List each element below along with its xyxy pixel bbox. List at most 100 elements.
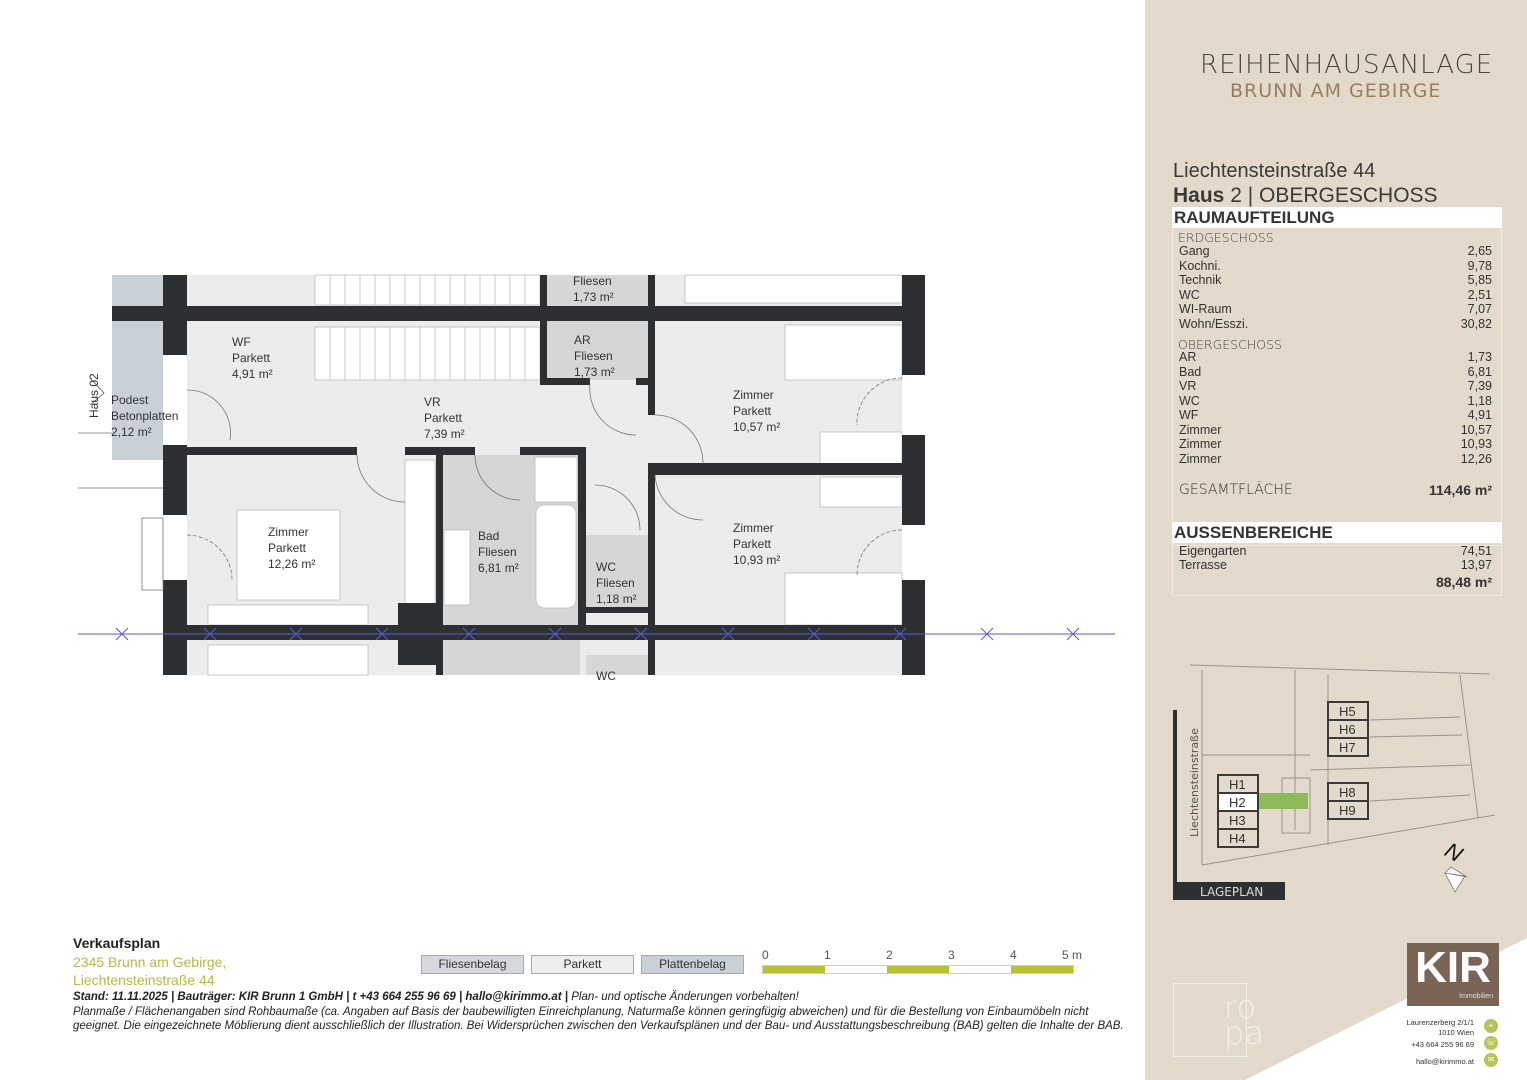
- area-row: AR 1,73: [1179, 350, 1492, 364]
- room-ar: AR Fliesen 1,73 m²: [574, 332, 615, 380]
- room-floor: Fliesen: [574, 349, 613, 363]
- scale-tick: 2: [886, 948, 893, 962]
- row-value: 7,39: [1467, 379, 1492, 393]
- house-label: H9: [1339, 803, 1356, 818]
- row-value: 74,51: [1460, 544, 1492, 558]
- row-label: Zimmer: [1179, 422, 1222, 437]
- row-label: Technik: [1179, 273, 1222, 287]
- room-name: Podest: [111, 393, 149, 407]
- row-label: AR: [1179, 350, 1197, 364]
- project-title: REIHENHAUSANLAGE: [1200, 50, 1494, 80]
- axis-mark: [807, 627, 821, 641]
- scale-tick: 0: [762, 948, 769, 962]
- eg-label: ERDGESCHOSS: [1178, 230, 1274, 245]
- room-floor: Parkett: [733, 537, 772, 551]
- axis-mark: [893, 627, 907, 641]
- house-label: H2: [1229, 795, 1246, 810]
- row-label: VR: [1179, 379, 1197, 393]
- stand-note: Plan- und optische Änderungen vorbehalte…: [568, 991, 799, 1003]
- house-label: Haus: [1173, 184, 1225, 207]
- row-value: 2,51: [1467, 287, 1492, 302]
- floor-plan: Haus 02 WC: [78, 274, 1115, 683]
- kir-logo-sub: Immobilien: [1459, 993, 1493, 1000]
- contact-phone: +43 664 255 96 69: [1411, 1040, 1474, 1049]
- axis-mark: [634, 627, 648, 641]
- room-floor: Fliesen: [596, 576, 635, 590]
- house-label: H4: [1229, 831, 1246, 846]
- row-value: 1,18: [1467, 393, 1492, 408]
- row-value: 6,81: [1467, 364, 1492, 379]
- axis-mark: [375, 627, 389, 641]
- row-label: WI-Raum: [1179, 302, 1232, 316]
- room-floor: Parkett: [268, 541, 307, 555]
- room-floor: Parkett: [733, 404, 772, 418]
- area-row: WC 1,18: [1179, 394, 1492, 408]
- stand-line: Stand: 11.11.2025 | Bauträger: KIR Brunn…: [73, 991, 1133, 1003]
- lageplan-label: LAGEPLAN: [1200, 885, 1263, 899]
- north-label: N: [1441, 837, 1467, 867]
- axis-mark: [980, 627, 994, 641]
- row-value: 10,57: [1460, 422, 1492, 437]
- house-label: H3: [1229, 813, 1246, 828]
- row-value: 30,82: [1460, 316, 1492, 331]
- room-area: 6,81 m²: [478, 561, 519, 575]
- row-value: 5,85: [1467, 273, 1492, 287]
- room-name: Zimmer: [733, 521, 774, 535]
- room-name: WC: [596, 560, 616, 574]
- room-name: AR: [574, 333, 591, 347]
- room-area: 1,73 m²: [574, 365, 615, 379]
- total-label: GESAMTFLÄCHE: [1179, 482, 1293, 498]
- plan-title: Verkaufsplan: [73, 935, 161, 951]
- address: Liechtensteinstraße 44: [1173, 160, 1376, 182]
- house-floor: Haus 2 | OBERGESCHOSS: [1173, 184, 1438, 208]
- house-h7: [1327, 737, 1369, 757]
- room-floor: Parkett: [232, 351, 271, 365]
- house-label: H8: [1339, 785, 1356, 800]
- aussen-title: AUSSENBEREICHE: [1172, 522, 1502, 543]
- area-row: Wohn/Esszi.30,82: [1179, 317, 1492, 331]
- row-value: 9,78: [1467, 258, 1492, 273]
- room-name: VR: [424, 395, 441, 409]
- row-label: Zimmer: [1179, 437, 1222, 451]
- axis-mark: [1066, 627, 1080, 641]
- row-value: 1,73: [1467, 350, 1492, 364]
- row-label: WC: [1179, 393, 1200, 408]
- house-label: H1: [1229, 777, 1246, 792]
- room-name: WF: [232, 335, 251, 349]
- row-label: Kochni.: [1179, 258, 1221, 273]
- row-label: Zimmer: [1179, 451, 1222, 466]
- area-row: Zimmer 10,93: [1179, 437, 1492, 451]
- row-value: 10,93: [1460, 437, 1492, 451]
- row-value: 13,97: [1460, 558, 1492, 572]
- total-value: 114,46 m²: [1428, 482, 1492, 498]
- legend-fliesen: Fliesenbelag: [421, 955, 524, 974]
- contact-street: Laurenzerberg 2/1/1: [1406, 1018, 1474, 1027]
- mail-icon: ✉: [1484, 1053, 1498, 1067]
- legend-platten: Plattenbelag: [641, 955, 744, 974]
- project-subtitle: BRUNN AM GEBIRGE: [1230, 80, 1442, 102]
- house-h9: [1327, 800, 1369, 820]
- house-label: H7: [1339, 740, 1356, 755]
- contact-email[interactable]: hallo@kirimmo.at: [1415, 1057, 1474, 1066]
- house-h4: [1217, 828, 1259, 848]
- row-value: 2,65: [1467, 244, 1492, 258]
- outdoor-total-value: 88,48 m²: [1435, 574, 1492, 590]
- outdoor-total: 88,48 m²: [1179, 574, 1492, 590]
- street-label: Liechtensteinstraße: [1188, 728, 1201, 837]
- scale-tick: 4: [1010, 948, 1017, 962]
- room-name: Zimmer: [268, 525, 309, 539]
- row-value: 4,91: [1467, 408, 1492, 422]
- area-row: Technik 5,85: [1179, 273, 1492, 287]
- scale-bar: [762, 965, 1074, 974]
- room-area: 4,91 m²: [232, 367, 273, 381]
